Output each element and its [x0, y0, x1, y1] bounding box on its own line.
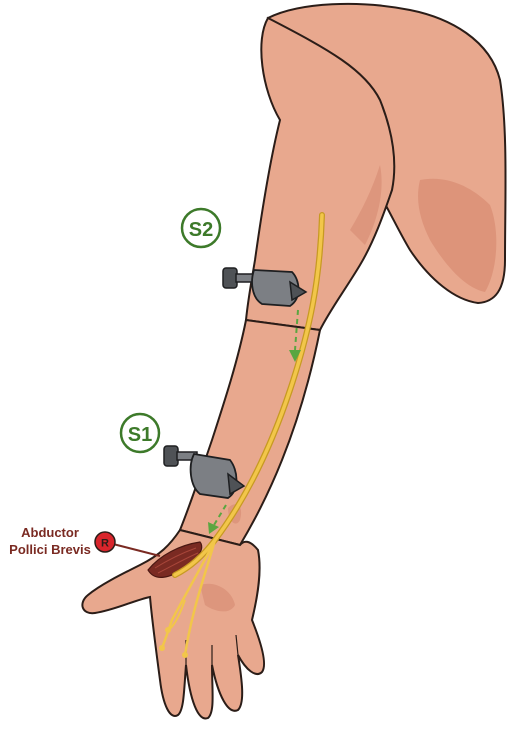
muscle-label-line2: Pollici Brevis — [9, 542, 91, 557]
s2-stimulation-label: S2 — [182, 209, 220, 247]
s1-stimulation-label: S1 — [121, 414, 159, 452]
s2-label-text: S2 — [189, 219, 213, 241]
s1-label-text: S1 — [128, 424, 152, 446]
stimulating-electrode-icon — [223, 268, 306, 306]
recording-electrode-icon: R — [95, 532, 160, 556]
muscle-label: Abductor Pollici Brevis — [9, 525, 91, 557]
recording-label-text: R — [101, 538, 109, 550]
muscle-label-line1: Abductor — [21, 525, 79, 540]
